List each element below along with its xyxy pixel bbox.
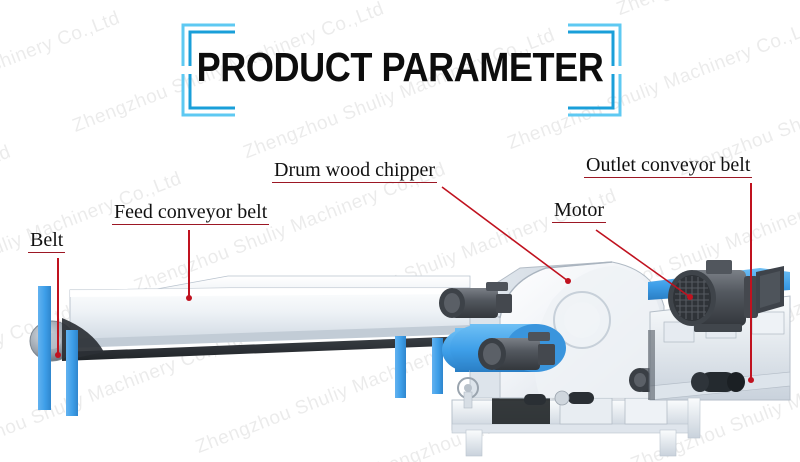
callout-label-belt: Belt [28,229,66,253]
leader-line-belt [57,258,59,356]
leader-line-outlet-conveyor [750,183,752,381]
callout-belt: Belt [28,229,66,253]
callout-label-outlet-conveyor: Outlet conveyor belt [584,154,753,178]
leader-line-drum-chipper [441,186,569,282]
leader-dot-drum-chipper [565,278,571,284]
drive-motor-upper [439,282,512,318]
leader-dot-belt [55,352,61,358]
callout-label-feed-conveyor: Feed conveyor belt [112,201,270,225]
callout-motor: Motor [552,200,606,223]
leader-dot-outlet-conveyor [748,377,754,383]
callout-label-motor: Motor [552,199,606,223]
main-electric-motor [668,260,784,332]
drive-motor-lower [478,332,555,370]
leader-dot-feed-conveyor [186,295,192,301]
callout-drum-chipper: Drum wood chipper [272,159,438,183]
leader-line-feed-conveyor [188,230,190,299]
conveyor-leg [395,336,406,398]
bracket-left-decoration [181,23,235,117]
callout-outlet-conveyor: Outlet conveyor belt [584,154,753,178]
conveyor-leg [38,286,51,410]
outlet-conveyor-roller [691,372,745,392]
leader-line-motor [595,229,691,298]
conveyor-leg [432,338,443,394]
callout-label-drum-chipper: Drum wood chipper [272,159,438,183]
page-title: PRODUCT PARAMETER [196,44,604,90]
callout-feed-conveyor: Feed conveyor belt [112,201,270,225]
conveyor-leg [66,330,78,416]
leader-dot-motor [687,294,693,300]
bracket-right-decoration [568,23,622,117]
